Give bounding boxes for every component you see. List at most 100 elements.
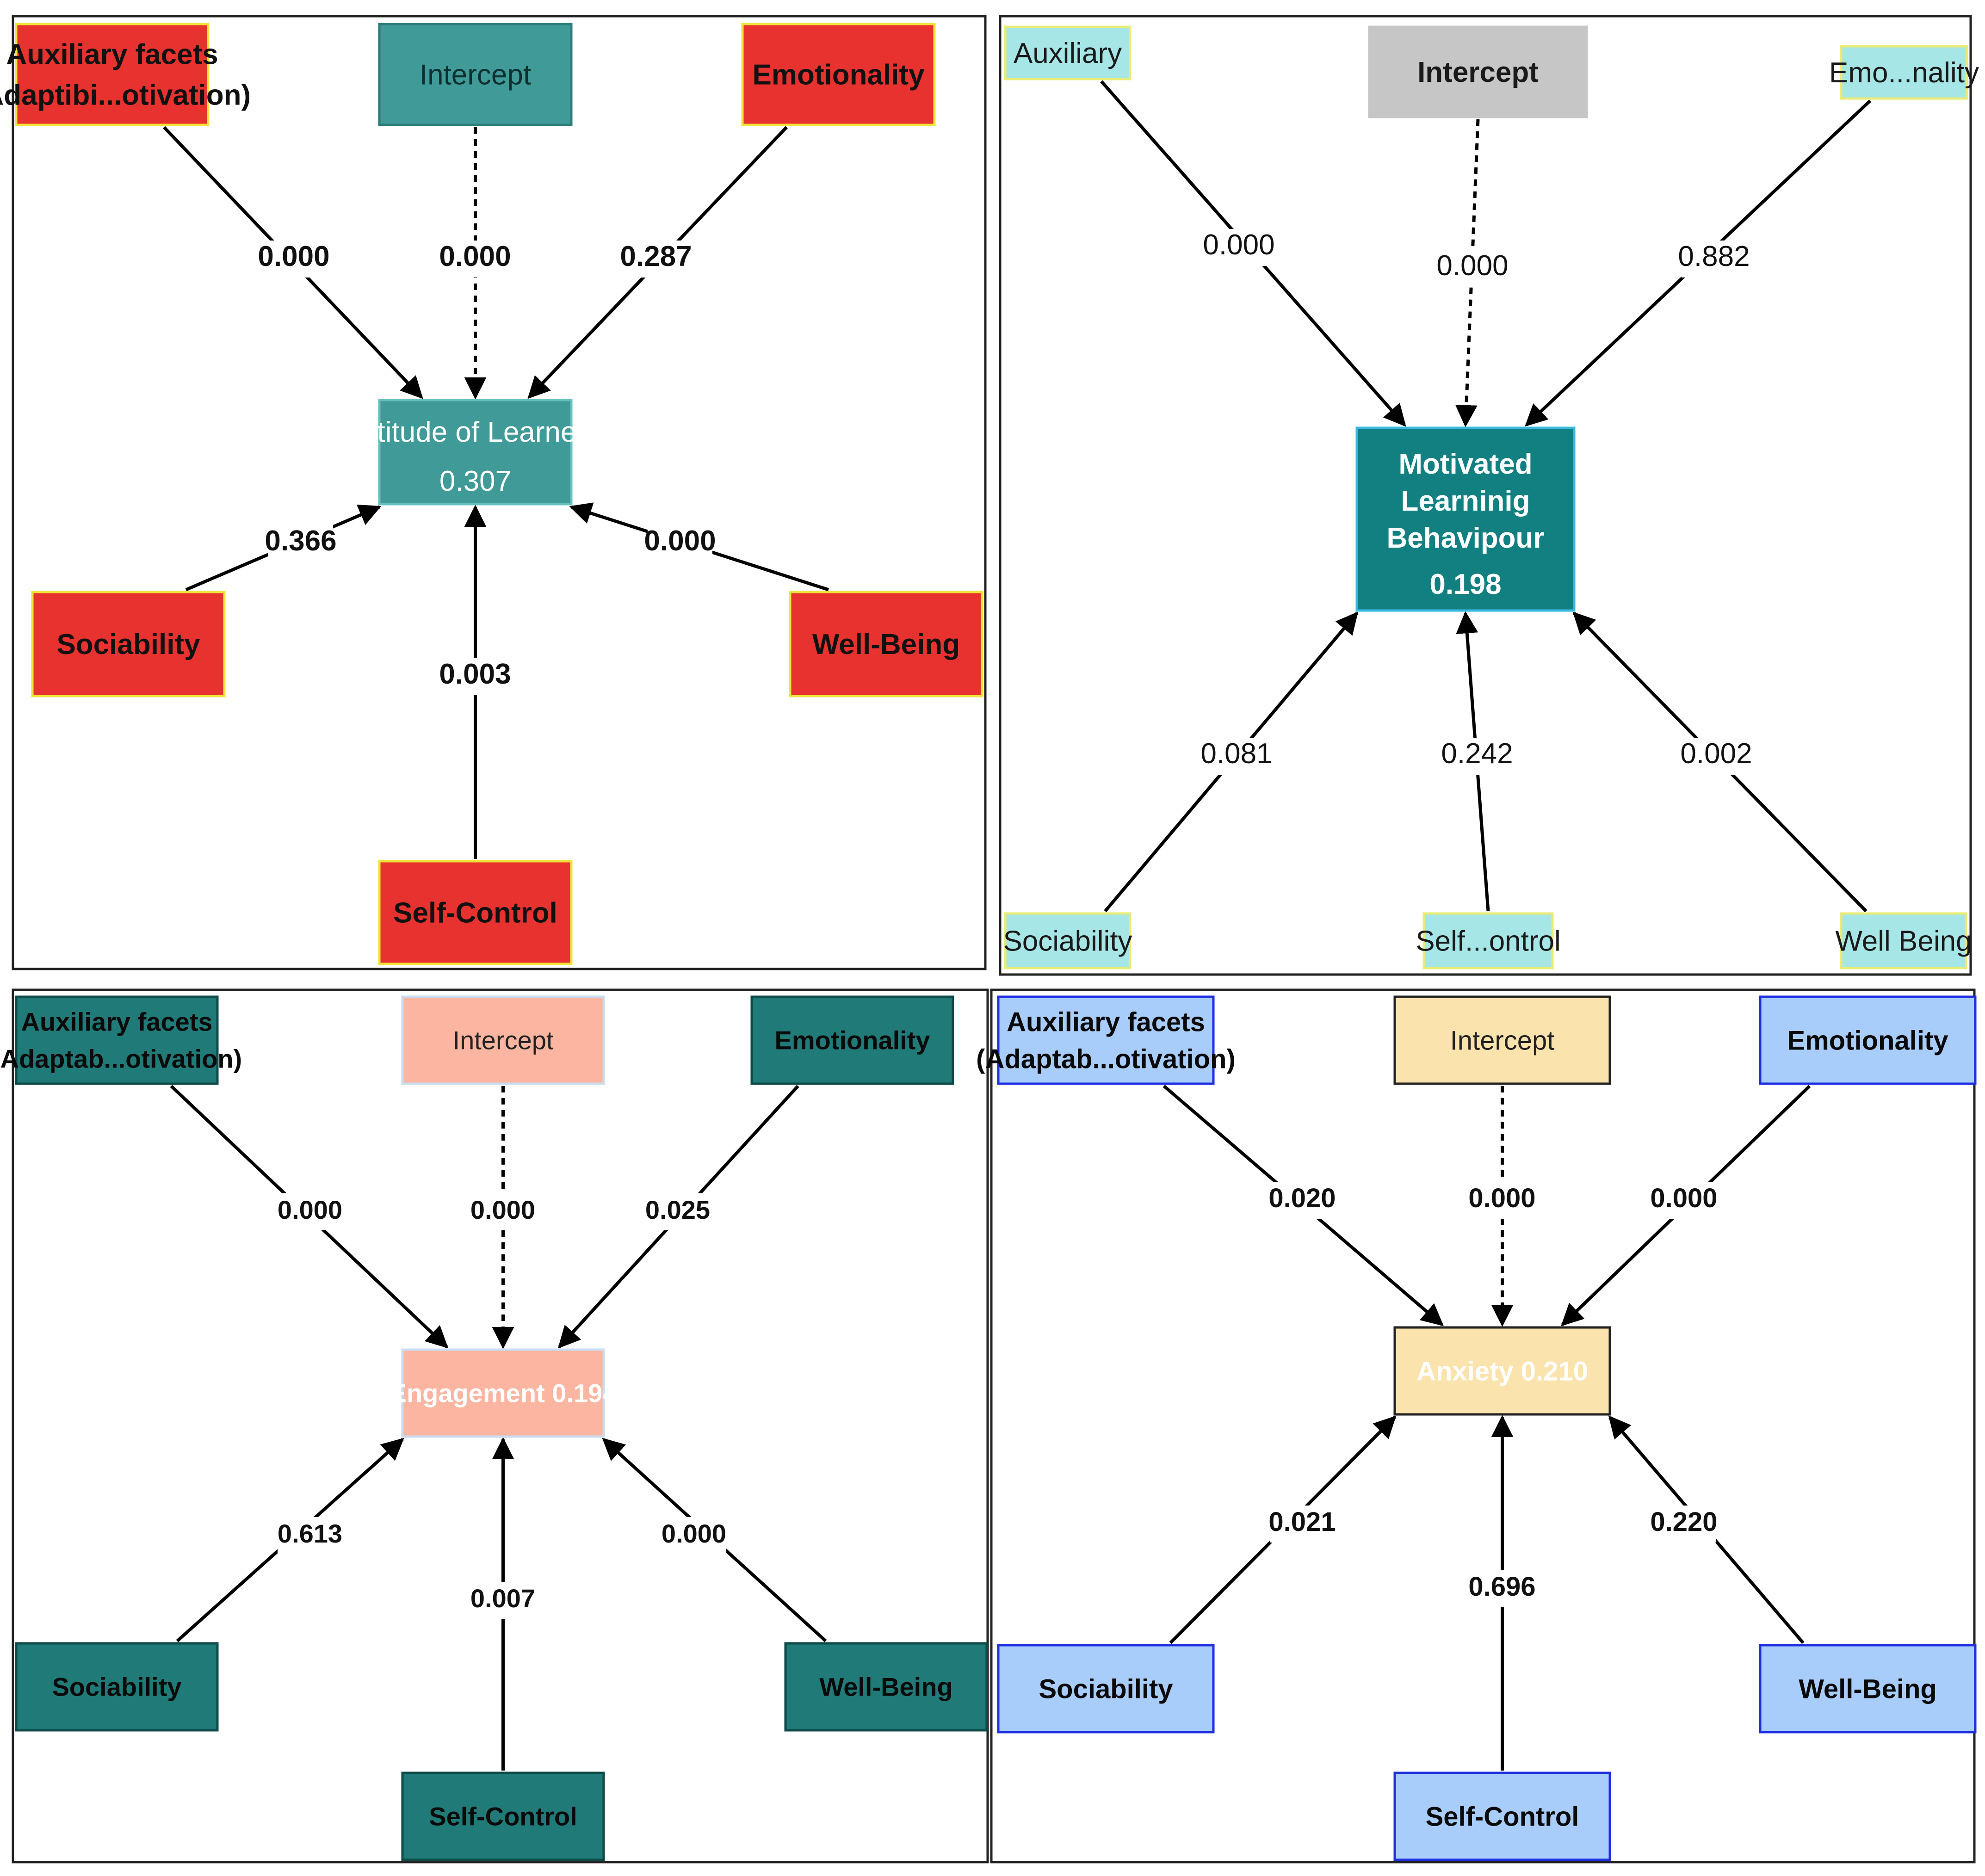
node-emotionality[interactable]: Emotionality <box>1759 995 1977 1085</box>
node-label-auxiliary-line-1: (Adaptab...otivation) <box>976 1044 1236 1074</box>
node-box-wellbeing <box>789 591 983 697</box>
edge-label-sociability: 0.021 <box>1268 1507 1336 1537</box>
node-sociability[interactable]: Sociability <box>997 1644 1215 1734</box>
node-box-auxiliary <box>15 23 210 126</box>
edge-label-auxiliary: 0.000 <box>258 241 329 272</box>
edge-label-background <box>1204 738 1269 775</box>
edge-label-emotionality: 0.287 <box>620 241 692 272</box>
node-intercept[interactable]: Intercept <box>378 23 573 126</box>
node-box-wellbeing <box>1840 912 1967 969</box>
node-label-auxiliary-line-0: Auxiliary facets <box>1007 1007 1205 1037</box>
node-box-selfcontrol <box>401 1771 605 1861</box>
node-box-selfcontrol <box>1393 1771 1611 1861</box>
edge-selfcontrol-to-target: 0.007 <box>470 1437 535 1771</box>
node-label-target-line-3: 0.198 <box>1429 568 1501 600</box>
node-label-intercept: Intercept <box>1417 56 1539 88</box>
node-label-target-line-1: Learninig <box>1401 485 1530 517</box>
node-box-selfcontrol <box>1422 912 1554 969</box>
node-emotionality[interactable]: Emotionality <box>750 995 954 1085</box>
edge-label-background <box>443 658 507 695</box>
node-wellbeing[interactable]: Well Being <box>1835 912 1972 969</box>
node-label-emotionality: Emo...nality <box>1829 57 1979 89</box>
node-sociability[interactable]: Sociability <box>31 591 226 697</box>
node-auxiliary[interactable]: Auxiliary facets (Adaptab...otivation) <box>0 995 242 1085</box>
node-label-selfcontrol: Self-Control <box>393 897 557 929</box>
node-selfcontrol[interactable]: Self-Control <box>1393 1771 1611 1861</box>
node-intercept[interactable]: Intercept <box>401 995 605 1085</box>
node-selfcontrol[interactable]: Self...ontrol <box>1416 912 1561 969</box>
edge-label-wellbeing: 0.000 <box>644 525 716 557</box>
node-box-sociability <box>31 591 226 697</box>
node-box-auxiliary <box>1004 25 1132 80</box>
node-label-intercept: Intercept <box>420 59 531 91</box>
node-label-auxiliary-line-0: Auxiliary facets <box>6 39 218 71</box>
node-label-sociability: Sociability <box>52 1672 181 1702</box>
node-label-selfcontrol: Self...ontrol <box>1416 926 1561 957</box>
node-box-target <box>1355 426 1576 612</box>
node-label-emotionality: Emotionality <box>1787 1025 1948 1055</box>
node-selfcontrol[interactable]: Self-Control <box>401 1771 605 1861</box>
edge-wellbeing-to-target: 0.220 <box>1608 1415 1805 1644</box>
node-label-wellbeing: Well Being <box>1835 926 1972 957</box>
edge-label-sociability: 0.366 <box>265 525 336 557</box>
node-target[interactable]: Anxiety 0.210 <box>1393 1326 1611 1416</box>
node-label-auxiliary-line-1: (Adaptab...otivation) <box>0 1044 242 1074</box>
edge-label-selfcontrol: 0.007 <box>470 1584 535 1613</box>
edge-label-wellbeing: 0.220 <box>1650 1507 1717 1537</box>
panel-frame-bottom-left <box>12 988 989 1864</box>
node-label-intercept: Intercept <box>1450 1025 1555 1055</box>
edge-intercept-to-target: 0.000 <box>439 127 511 400</box>
node-box-emotionality <box>1840 45 1968 100</box>
edge-label-sociability: 0.081 <box>1200 738 1272 770</box>
node-auxiliary[interactable]: Auxiliary facets (Adaptab...otivation) <box>976 995 1236 1085</box>
node-box-target <box>378 399 573 506</box>
edge-selfcontrol-to-target: 0.696 <box>1468 1415 1536 1771</box>
node-sociability[interactable]: Sociability <box>15 1642 219 1732</box>
node-wellbeing[interactable]: Well-Being <box>789 591 983 697</box>
edge-label-background <box>1470 1182 1534 1219</box>
edge-label-background <box>1270 1182 1335 1219</box>
node-intercept[interactable]: Intercept <box>1393 995 1611 1085</box>
node-auxiliary[interactable]: Auxiliary facets(Adaptibi...otivation) <box>0 23 251 126</box>
edge-label-background <box>645 1193 710 1230</box>
node-label-sociability: Sociability <box>56 629 200 660</box>
edge-label-intercept: 0.000 <box>1436 250 1508 282</box>
node-intercept[interactable]: Intercept <box>1368 25 1588 118</box>
node-sociability[interactable]: Sociability <box>1003 912 1132 969</box>
node-box-target <box>1393 1326 1611 1416</box>
edge-label-background <box>470 1582 535 1619</box>
edge-auxiliary-to-target: 0.000 <box>1100 80 1406 427</box>
node-selfcontrol[interactable]: Self-Control <box>378 860 573 965</box>
node-label-sociability: Sociability <box>1003 926 1132 957</box>
edge-auxiliary-to-target: 0.000 <box>170 1085 449 1349</box>
edge-auxiliary-to-target: 0.000 <box>163 126 423 399</box>
node-label-auxiliary-line-0: Auxiliary facets <box>21 1007 213 1037</box>
edge-intercept-to-target: 0.000 <box>1436 119 1509 427</box>
node-box-wellbeing <box>784 1642 988 1732</box>
node-box-intercept <box>1368 25 1588 118</box>
edge-label-background <box>1470 1570 1534 1607</box>
edge-label-selfcontrol: 0.242 <box>1441 738 1513 770</box>
edge-label-background <box>1684 738 1749 775</box>
edge-label-selfcontrol: 0.696 <box>1468 1572 1535 1602</box>
node-target[interactable]: Engagement 0.194 <box>390 1348 617 1438</box>
panel-frame-top-left <box>12 15 987 970</box>
node-wellbeing[interactable]: Well-Being <box>1759 1644 1977 1734</box>
edge-emotionality-to-target: 0.025 <box>558 1085 799 1349</box>
node-box-emotionality <box>741 23 936 126</box>
node-auxiliary[interactable]: Auxiliary <box>1004 25 1132 80</box>
node-emotionality[interactable]: Emotionality <box>741 23 936 126</box>
edge-label-wellbeing: 0.000 <box>662 1519 726 1548</box>
edge-label-intercept: 0.000 <box>1468 1183 1535 1213</box>
node-emotionality[interactable]: Emo...nality <box>1829 45 1979 100</box>
edge-label-background <box>470 1193 535 1230</box>
edge-label-background <box>268 525 333 562</box>
node-label-wellbeing: Well-Being <box>812 629 960 660</box>
node-wellbeing[interactable]: Well-Being <box>784 1642 988 1732</box>
